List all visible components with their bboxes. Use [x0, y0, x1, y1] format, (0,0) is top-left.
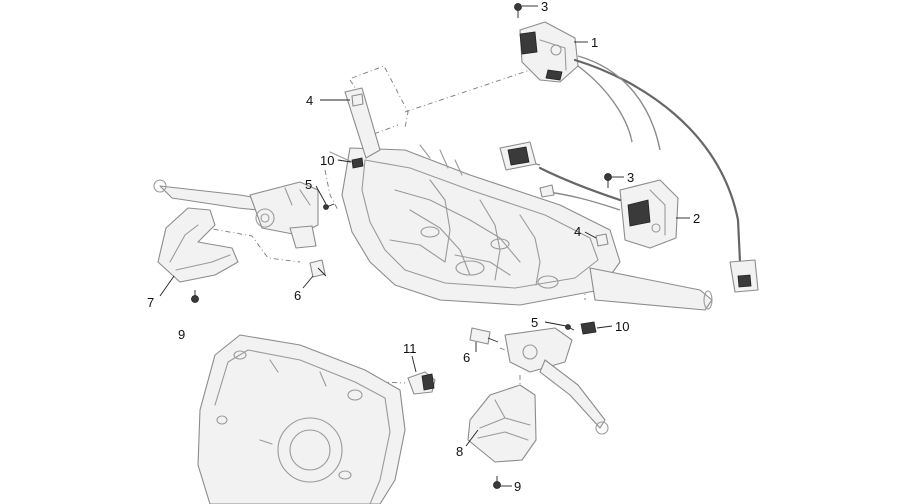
callout-4: 4 — [574, 224, 581, 239]
nut-icon — [351, 157, 364, 169]
screw-icon — [493, 476, 501, 489]
callout-4: 4 — [306, 93, 313, 108]
bulb-socket-icon — [407, 371, 436, 395]
screw-icon — [323, 203, 335, 210]
callout-7: 7 — [147, 295, 154, 310]
callout-1: 1 — [591, 35, 598, 50]
callout-10: 10 — [615, 319, 629, 334]
clip-icon — [595, 233, 609, 247]
part-8-right-cover — [467, 384, 537, 463]
callout-9: 9 — [178, 327, 185, 342]
clip-icon — [351, 93, 364, 107]
callout-5: 5 — [531, 315, 538, 330]
callout-3: 3 — [541, 0, 548, 14]
brake-switch-icon — [309, 259, 327, 278]
nut-icon — [580, 321, 597, 335]
callout-9: 9 — [514, 479, 521, 494]
callout-10: 10 — [320, 153, 334, 168]
callout-6: 6 — [463, 350, 470, 365]
left-brake-lever — [153, 179, 319, 249]
callout-3: 3 — [627, 170, 634, 185]
right-brake-lever — [504, 327, 609, 435]
screw-icon — [604, 173, 612, 188]
handlebar-body — [341, 144, 621, 306]
screw-icon — [565, 324, 575, 331]
leader-lines — [159, 5, 690, 487]
screw-icon — [514, 3, 522, 18]
lower-shell-housing — [197, 334, 406, 504]
part-1-switch-assembly — [519, 21, 759, 293]
screw-icon — [191, 290, 199, 303]
callout-8: 8 — [456, 444, 463, 459]
callout-6: 6 — [294, 288, 301, 303]
part-2-switch-assembly — [499, 141, 679, 249]
part-7-left-cover — [157, 207, 239, 283]
callout-11: 11 — [403, 341, 417, 356]
callout-labels: 3 1 4 10 5 3 2 4 7 6 9 5 10 6 11 8 9 — [147, 0, 700, 494]
hardware-parts — [191, 3, 612, 489]
callout-2: 2 — [693, 211, 700, 226]
callout-5: 5 — [305, 177, 312, 192]
brake-switch-icon — [469, 327, 499, 345]
